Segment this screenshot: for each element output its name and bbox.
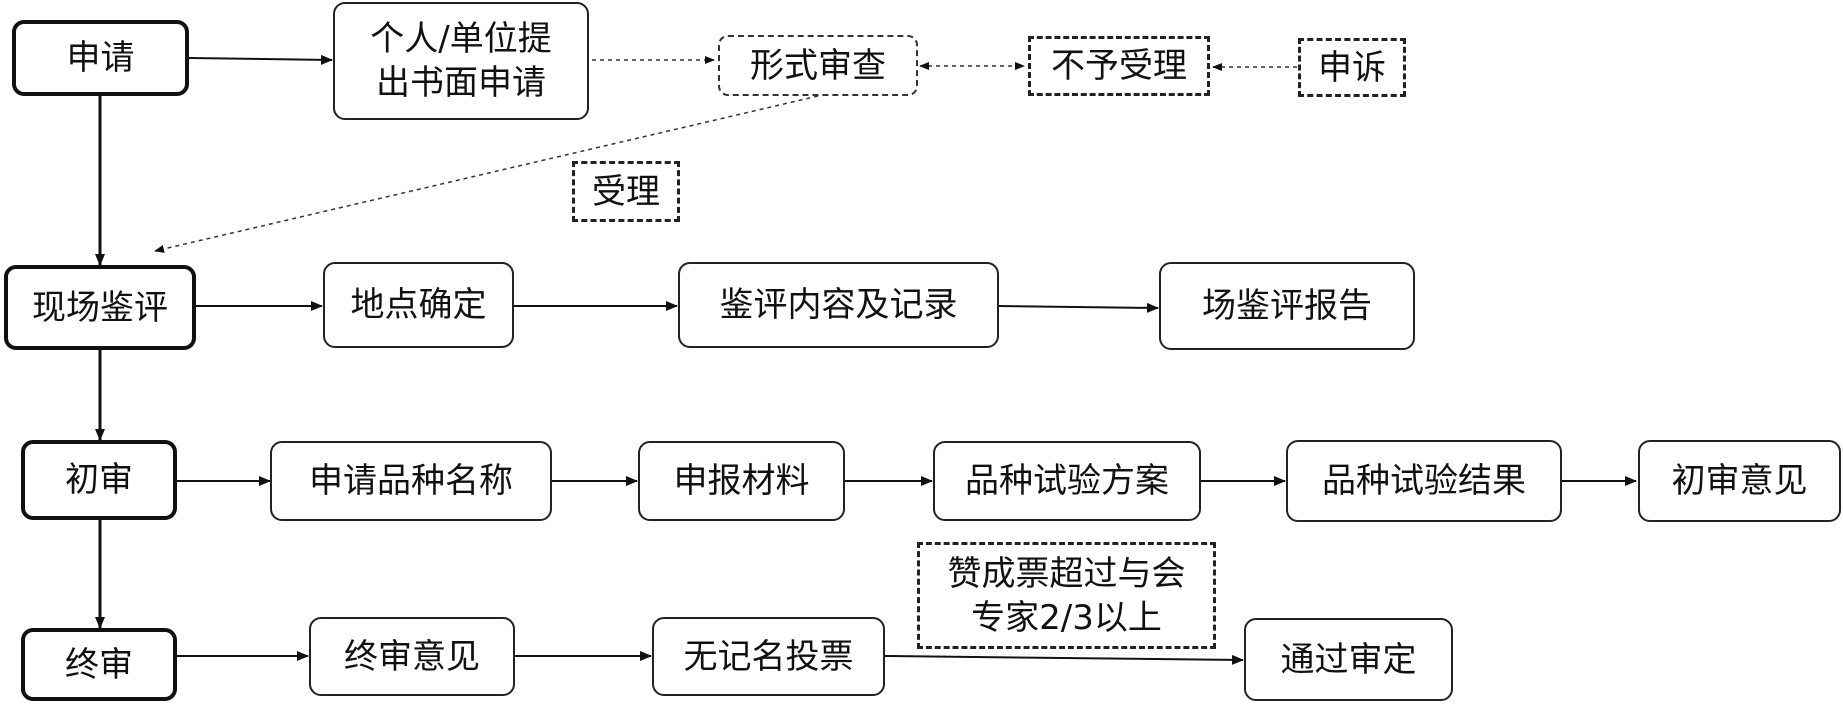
arrow-content-to-report: [998, 302, 1159, 313]
node-variety-test-result: 品种试验结果: [1286, 440, 1562, 522]
arrow-vote-to-approved: [884, 654, 1244, 665]
node-evaluation-content-and-record: 鉴评内容及记录: [678, 262, 999, 348]
node-preliminary-review: 初审: [21, 440, 177, 520]
node-apply: 申请: [12, 20, 189, 96]
node-application-materials: 申报材料: [638, 441, 845, 521]
node-approved: 通过审定: [1244, 618, 1453, 701]
node-onsite-evaluation: 现场鉴评: [4, 265, 196, 350]
node-anonymous-vote: 无记名投票: [652, 617, 885, 696]
node-accepted: 受理: [572, 161, 680, 222]
node-formal-review: 形式审查: [718, 35, 918, 96]
node-final-opinion: 终审意见: [309, 617, 515, 696]
arrow-apply-to-submit: [188, 54, 333, 65]
node-location-determined: 地点确定: [323, 262, 514, 348]
node-variety-name: 申请品种名称: [270, 441, 552, 521]
node-submit-written-application: 个人/单位提 出书面申请: [333, 2, 589, 120]
node-not-accepted: 不予受理: [1028, 36, 1210, 96]
arrow-formal-review-to-onsite: [154, 95, 819, 253]
node-onsite-evaluation-report: 场鉴评报告: [1159, 262, 1415, 350]
node-preliminary-opinion: 初审意见: [1638, 440, 1841, 522]
node-variety-test-plan: 品种试验方案: [933, 441, 1201, 521]
node-appeal: 申诉: [1298, 38, 1406, 97]
node-final-review: 终审: [21, 628, 177, 701]
node-vote-threshold-note: 赞成票超过与会 专家2/3以上: [917, 542, 1216, 649]
